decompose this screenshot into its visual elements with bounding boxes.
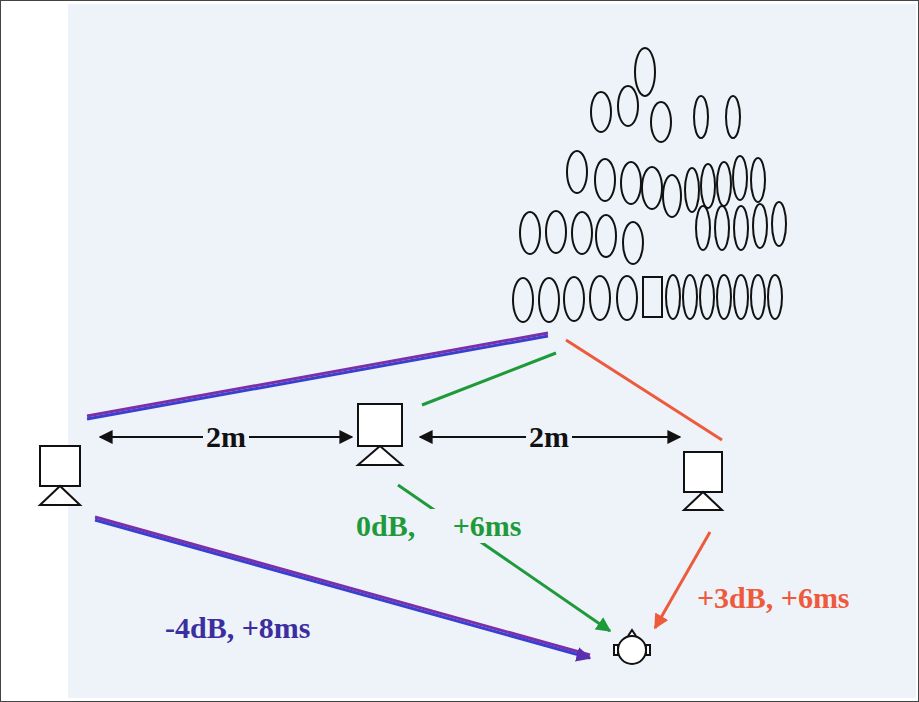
dimension-label: 2m: [203, 420, 249, 454]
spacing-arrows: [100, 436, 680, 438]
panel: [68, 4, 916, 698]
sound-paths: [87, 333, 722, 658]
listener-head: [614, 630, 650, 664]
path-label: -4dB, +8ms: [162, 611, 313, 645]
dimension-label: 2m: [526, 420, 572, 454]
path-label: +3dB, +6ms: [694, 581, 853, 615]
orchestra: [513, 48, 786, 322]
loudspeakers: [40, 404, 722, 510]
path-label: 0dB, +6ms: [353, 509, 524, 543]
